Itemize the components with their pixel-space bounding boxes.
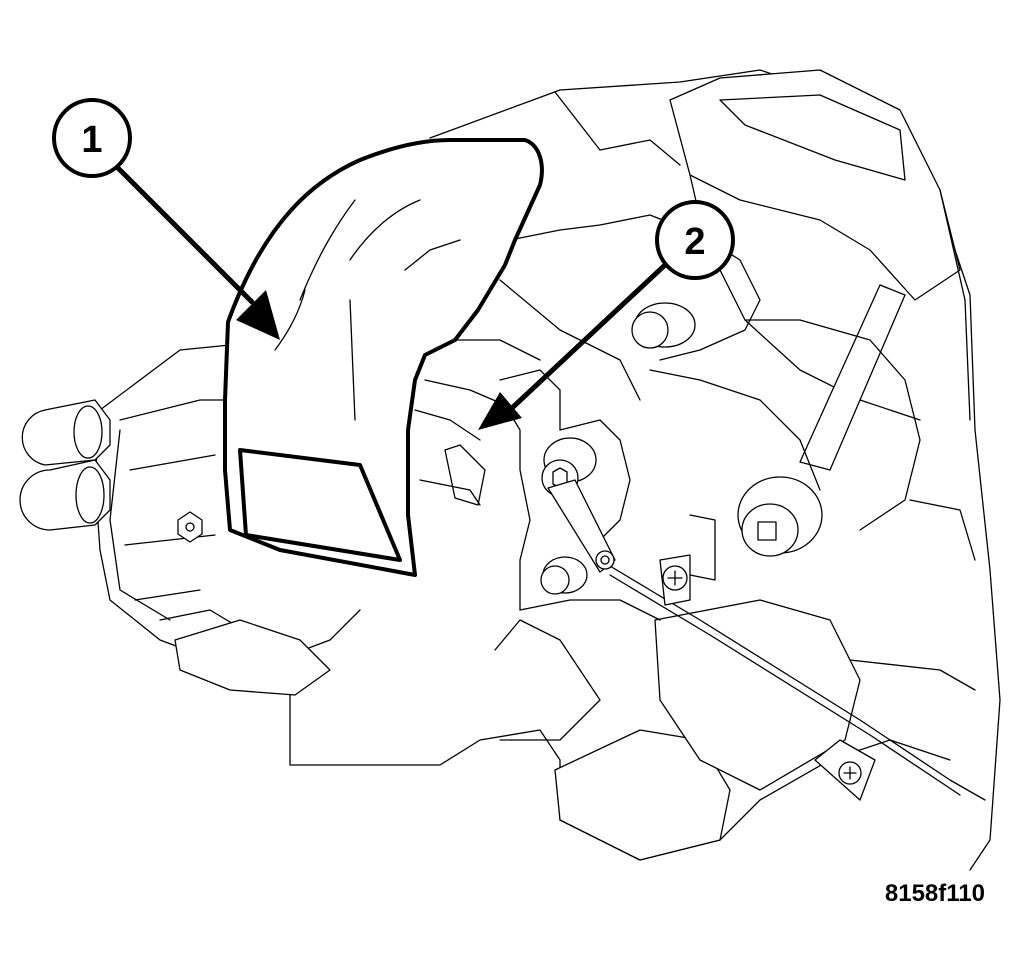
callout-1: 1 <box>52 98 280 340</box>
screw-center <box>662 565 688 591</box>
bolt-left <box>177 511 203 543</box>
air-duct <box>223 138 544 577</box>
callout-1-circle <box>52 98 132 178</box>
screw-lower-right <box>814 739 876 801</box>
hvac-housing-background <box>19 69 1001 871</box>
callout-1-leader <box>112 162 255 305</box>
callout-1-arrowhead <box>236 290 280 340</box>
callout-2: 2 <box>478 200 735 430</box>
callout-2-label: 2 <box>684 221 705 263</box>
callout-1-label: 1 <box>81 119 102 161</box>
callout-2-circle <box>655 200 735 280</box>
bolt-right <box>737 476 823 557</box>
callout-2-arrowhead <box>478 392 522 430</box>
callout-2-leader <box>509 262 668 411</box>
stud-lower <box>540 556 588 595</box>
figure-id-label: 8158f110 <box>884 880 985 907</box>
stud-upper <box>631 302 696 349</box>
